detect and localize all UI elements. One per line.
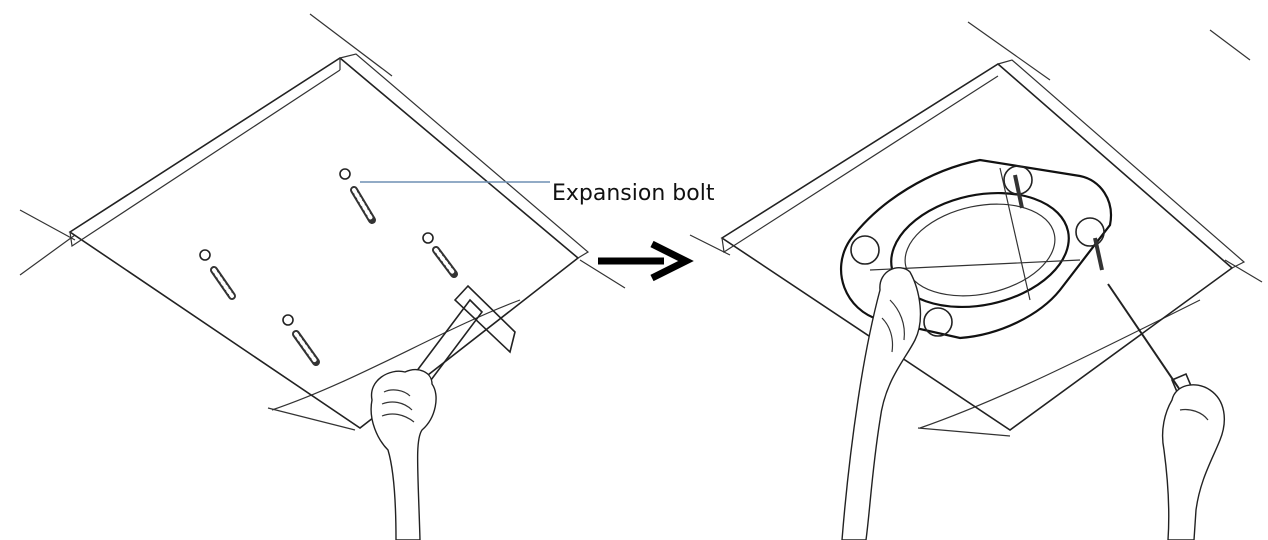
ceiling-panel-left [68, 53, 590, 429]
hand-with-hammer-icon [370, 368, 437, 540]
expansion-bolt-left [199, 249, 236, 300]
arrow-right-icon [598, 240, 694, 282]
ceiling-grid-left [19, 13, 626, 431]
expansion-bolt-right [422, 232, 458, 278]
expansion-bolt-top [339, 168, 376, 224]
expansion-bolt-bottom [282, 314, 320, 366]
ceiling-grid-right [689, 21, 1263, 437]
ceiling-panel-right [720, 59, 1246, 431]
hand-holding-screwdriver-icon [1161, 384, 1226, 540]
hand-holding-bracket-icon [841, 267, 922, 540]
screw-icon [1013, 174, 1104, 271]
step-1-panel: Expansion bolt [19, 13, 715, 540]
callout-label: Expansion bolt [552, 181, 715, 206]
step-2-panel [689, 21, 1263, 540]
